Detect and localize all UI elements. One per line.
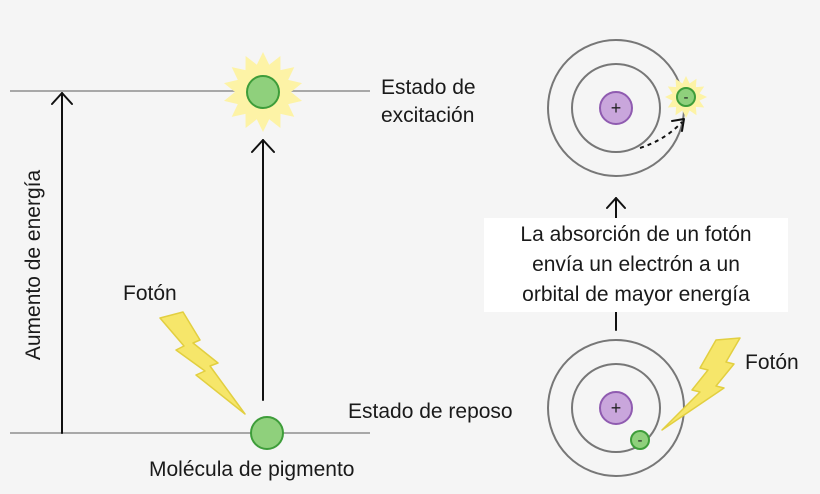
energy-axis-label: Aumento de energía: [22, 170, 45, 361]
energy-axis-arrow: [51, 92, 73, 434]
excited-state-text: Estado de excitación: [381, 76, 476, 127]
caption-line-2: envía un electrón a un: [532, 253, 740, 276]
nucleus-top: [599, 91, 633, 125]
lightning-bolt-icon: [159, 311, 246, 415]
lightning-bolt-icon: [661, 337, 741, 431]
nucleus-bottom-symbol: +: [611, 398, 622, 418]
electron-ground: [630, 430, 650, 450]
excited-atom: [547, 39, 707, 177]
excited-state-label: Estado de excitación: [381, 74, 476, 130]
electron-excited-symbol: -: [684, 89, 689, 106]
excited-molecule: [246, 75, 280, 109]
photon-left-label: Fotón: [123, 282, 177, 305]
photon-right-label: Fotón: [745, 351, 799, 374]
caption-line-1: La absorción de un fotón: [520, 223, 752, 246]
ground-molecule: [250, 416, 284, 450]
up-arrow-icon: [606, 197, 626, 331]
pigment-molecule-label: Molécula de pigmento: [149, 458, 355, 481]
caption-line-3: orbital de mayor energía: [522, 283, 750, 306]
nucleus-top-symbol: +: [611, 98, 622, 118]
electron-jump-arrow: [639, 121, 683, 149]
electron-ground-symbol: -: [638, 432, 643, 449]
electron-excited: [676, 87, 696, 107]
transition-arrow: [251, 139, 275, 401]
electron-jump-arrowhead: [671, 118, 685, 132]
nucleus-bottom: [599, 391, 633, 425]
absorption-caption: La absorción de un fotón envía un electr…: [484, 218, 788, 312]
ground-state-label: Estado de reposo: [348, 400, 513, 423]
